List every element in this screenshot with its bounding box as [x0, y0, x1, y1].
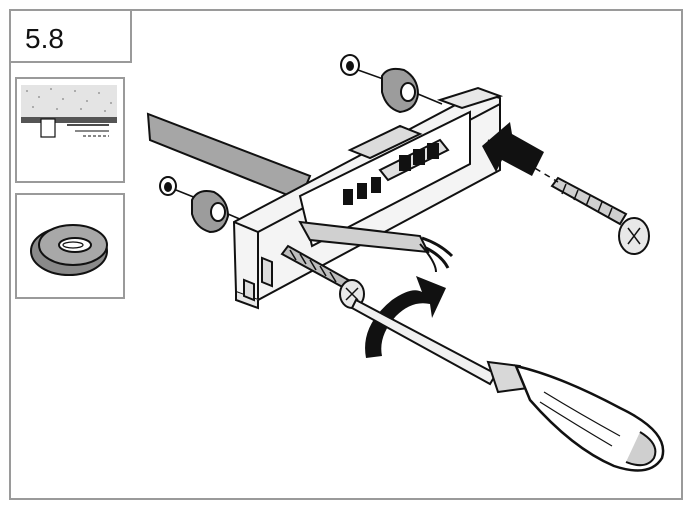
cable-wires: [298, 220, 454, 273]
mounting-base: [232, 86, 504, 310]
fixing-screw-right: [487, 139, 650, 255]
grommet-top: [381, 67, 443, 114]
push-arrow-icon: [482, 122, 544, 176]
rotate-arrow-icon: [365, 276, 446, 358]
screwdriver: [350, 298, 665, 472]
rubber-grommet-icon: [30, 224, 108, 276]
wall-section-icon: [21, 85, 117, 138]
wall-section-thumbnail: [15, 77, 125, 183]
grommet-thumbnail: [15, 193, 125, 299]
wall-plug-left: [159, 176, 197, 199]
grommet-left: [191, 190, 243, 234]
step-number: 5.8: [25, 23, 64, 54]
step-number-box: 5.8: [9, 9, 132, 63]
wall-plug-top: [340, 54, 387, 81]
